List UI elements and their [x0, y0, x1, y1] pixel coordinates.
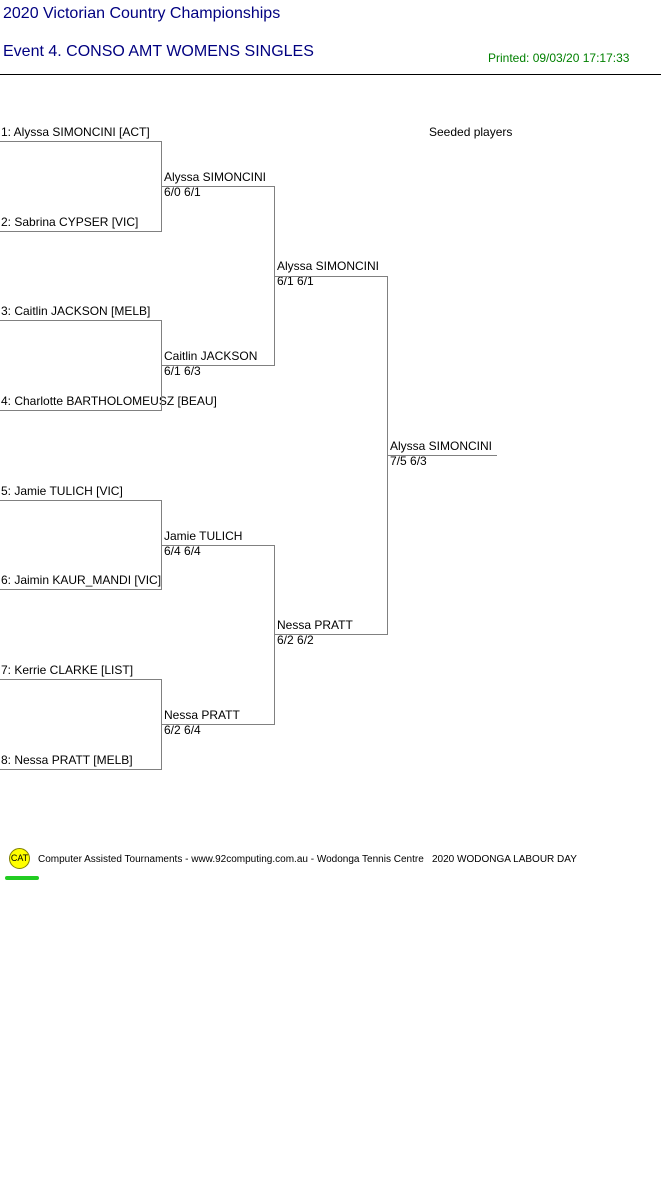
r1-player-4: 4: Charlotte BARTHOLOMEUSZ [BEAU]	[1, 394, 217, 408]
r2-winner-2: Caitlin JACKSON	[164, 349, 258, 363]
r2-winner-3: Jamie TULICH	[164, 529, 243, 543]
r1-line-2	[0, 231, 162, 232]
championship-title: 2020 Victorian Country Championships	[3, 5, 281, 22]
printed-timestamp: Printed: 09/03/20 17:17:33	[488, 51, 630, 65]
r1-player-2: 2: Sabrina CYPSER [VIC]	[1, 215, 139, 229]
r2-score-2: 6/1 6/3	[164, 364, 201, 378]
r1-player-7: 7: Kerrie CLARKE [LIST]	[1, 663, 134, 677]
r1-line-6	[0, 589, 162, 590]
r2-line-1	[161, 186, 275, 187]
r1-player-1: 1: Alyssa SIMONCINI [ACT]	[1, 125, 150, 139]
sf-score-2: 6/2 6/2	[277, 633, 314, 647]
sf-line-1	[274, 276, 388, 277]
sf-line-2	[274, 634, 388, 635]
r1-line-4	[0, 410, 162, 411]
r2-line-3	[161, 545, 275, 546]
footer-tournament: 2020 WODONGA LABOUR DAY	[432, 854, 577, 865]
logo-underline	[5, 876, 39, 880]
r1-line-5	[0, 500, 162, 501]
seeded-players-label: Seeded players	[429, 125, 513, 139]
cat-logo-icon: CAT	[9, 848, 30, 869]
r2-winner-1: Alyssa SIMONCINI	[164, 170, 267, 184]
r1-player-6: 6: Jaimin KAUR_MANDI [VIC]	[1, 573, 162, 587]
r1-player-5: 5: Jamie TULICH [VIC]	[1, 484, 123, 498]
r2-connector-1	[274, 186, 275, 365]
r2-line-4	[161, 724, 275, 725]
r1-line-3	[0, 320, 162, 321]
r2-winner-4: Nessa PRATT	[164, 708, 240, 722]
r1-connector-3	[161, 500, 162, 589]
r2-line-2	[161, 365, 275, 366]
final-score: 7/5 6/3	[390, 454, 427, 468]
r2-score-1: 6/0 6/1	[164, 185, 201, 199]
r2-score-3: 6/4 6/4	[164, 544, 201, 558]
sf-winner-2: Nessa PRATT	[277, 618, 353, 632]
r2-score-4: 6/2 6/4	[164, 723, 201, 737]
r1-player-8: 8: Nessa PRATT [MELB]	[1, 753, 133, 767]
sf-score-1: 6/1 6/1	[277, 274, 314, 288]
final-line	[387, 455, 497, 456]
footer-credit: Computer Assisted Tournaments - www.92co…	[38, 854, 424, 865]
r1-line-1	[0, 141, 162, 142]
r1-line-8	[0, 769, 162, 770]
r1-player-3: 3: Caitlin JACKSON [MELB]	[1, 304, 151, 318]
final-winner: Alyssa SIMONCINI	[390, 439, 493, 453]
header-divider	[0, 74, 661, 75]
r1-line-7	[0, 679, 162, 680]
sf-winner-1: Alyssa SIMONCINI	[277, 259, 380, 273]
event-title: Event 4. CONSO AMT WOMENS SINGLES	[3, 43, 314, 60]
